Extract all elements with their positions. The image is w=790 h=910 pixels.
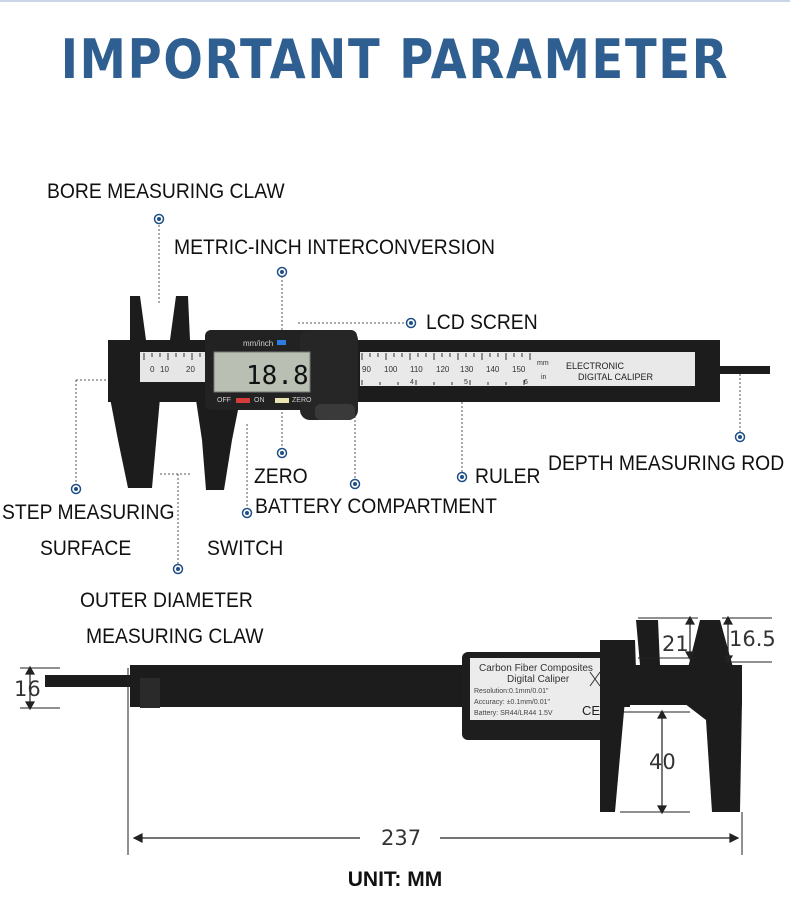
- leader-step: [75, 379, 112, 486]
- dim-length: 237: [381, 826, 422, 850]
- spec-name-2: Digital Caliper: [507, 674, 570, 685]
- unit-note: UNIT: MM: [347, 868, 443, 891]
- caliper-top: mm/inch 18.8 OFF ON ZERO 0 10 20 90 100 …: [108, 296, 770, 490]
- depth-rod-bottom: [45, 675, 145, 687]
- scale-tick: 90: [362, 365, 371, 374]
- brand-line-2: DIGITAL CALIPER: [578, 372, 654, 382]
- label-outer-claw-1: OUTER DIAMETER: [80, 589, 253, 612]
- bore-jaw-fixed: [130, 296, 146, 340]
- onoff-button: [236, 398, 250, 403]
- label-bore-claw: BORE MEASURING CLAW: [47, 180, 285, 203]
- brand-line-1: ELECTRONIC: [566, 361, 625, 371]
- label-outer-claw-2: MEASURING CLAW: [86, 625, 264, 648]
- bore-jaw-sliding: [170, 296, 190, 340]
- dim-jaw-gap: 21: [662, 632, 689, 656]
- spec-battery: Battery: SR44/LR44 1.5V: [474, 710, 553, 717]
- scale-tick: 0: [150, 365, 155, 374]
- inch-tick: 5: [464, 379, 468, 386]
- thumb-roller: [315, 404, 355, 420]
- label-zero: ZERO: [254, 465, 308, 488]
- label-metric-inch: METRIC-INCH INTERCONVERSION: [174, 236, 495, 259]
- scale-tick: 130: [460, 365, 474, 374]
- outer-jaw-fixed: [110, 398, 160, 488]
- lcd-unit-label: mm/inch: [243, 339, 273, 348]
- label-battery: BATTERY COMPARTMENT: [255, 495, 497, 518]
- scale-tick: 20: [186, 365, 195, 374]
- page-title: IMPORTANT PARAMETER: [60, 28, 730, 91]
- label-step-surface-2: SURFACE: [40, 537, 132, 560]
- label-lcd-screen: LCD SCREN: [426, 311, 538, 334]
- scale-tick: 140: [486, 365, 500, 374]
- spec-resolution: Resolution:0.1mm/0.01": [474, 688, 549, 695]
- thumb-wheel-housing: [300, 330, 358, 420]
- unit-button: [277, 340, 286, 345]
- spec-accuracy: Accuracy: ±0.1mm/0.01": [474, 699, 550, 706]
- weee-icon: [589, 671, 601, 687]
- ce-mark: CE: [582, 703, 600, 718]
- scale-tick: 120: [436, 365, 450, 374]
- zero-button: [275, 398, 289, 403]
- lcd-screen: [213, 351, 311, 393]
- label-depth-rod: DEPTH MEASURING ROD: [548, 452, 785, 475]
- inch-tick: 4: [410, 379, 414, 386]
- mm-label: mm: [537, 360, 549, 367]
- scale-tick: 10: [160, 365, 169, 374]
- spec-name-1: Carbon Fiber Composites: [479, 663, 593, 674]
- dim-rod: 16: [14, 677, 41, 701]
- dim-jaw-depth: 40: [649, 750, 676, 774]
- top-divider: [0, 0, 790, 2]
- outer-jaw-sliding: [196, 400, 240, 490]
- zero-label: ZERO: [292, 397, 312, 404]
- spec-label: [470, 658, 610, 720]
- depth-rod: [715, 366, 770, 374]
- scale-tick: 150: [512, 365, 526, 374]
- label-switch: SWITCH: [207, 537, 284, 560]
- label-step-surface-1: STEP MEASURING: [2, 501, 175, 524]
- label-ruler: RULER: [475, 465, 541, 488]
- inch-tick: 6: [524, 379, 528, 386]
- bore-jaw-bottom: [636, 620, 660, 665]
- caliper-bottom: Carbon Fiber Composites Digital Caliper …: [45, 620, 742, 812]
- dim-jaw-width: 16.5: [729, 627, 776, 651]
- on-label: ON: [254, 397, 265, 404]
- scale-tick: 110: [410, 365, 423, 374]
- in-label: in: [541, 374, 547, 381]
- leader-outer: [160, 473, 190, 566]
- off-label: OFF: [217, 397, 231, 404]
- lcd-reading: 18.8: [246, 361, 309, 391]
- scale-tick: 100: [384, 365, 398, 374]
